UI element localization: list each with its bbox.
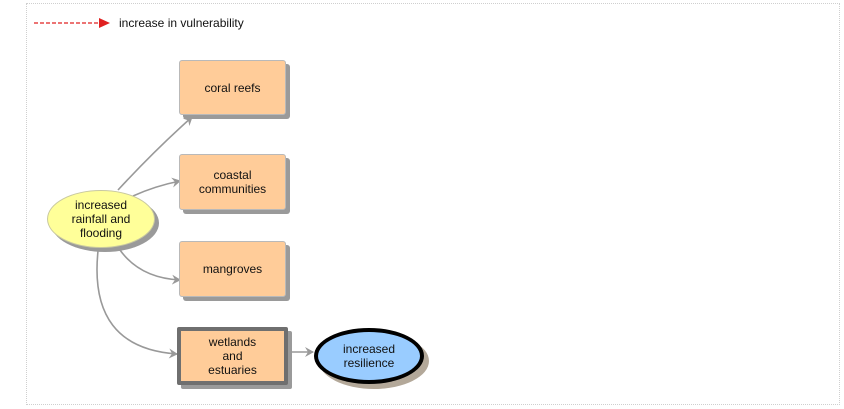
node-increased-resilience[interactable]: increased resilience — [314, 328, 424, 384]
diagram-canvas — [26, 3, 840, 405]
edge-driver-to-coral-reefs — [117, 116, 193, 191]
node-increased-rainfall-and-flooding[interactable]: increased rainfall and flooding — [47, 190, 155, 248]
edge-driver-to-wetlands — [96, 250, 178, 359]
legend-label: increase in vulnerability — [119, 16, 244, 30]
node-wetlands-and-estuaries[interactable]: wetlands and estuaries — [177, 327, 288, 385]
node-mangroves[interactable]: mangroves — [179, 241, 286, 297]
legend: increase in vulnerability — [33, 14, 244, 32]
edge-driver-to-mangroves — [119, 249, 181, 285]
node-coastal-communities[interactable]: coastal communities — [179, 154, 286, 210]
edge-driver-to-coastal-communities — [132, 177, 181, 197]
node-coral-reefs[interactable]: coral reefs — [179, 60, 286, 115]
dashed-arrow-icon — [34, 18, 110, 28]
